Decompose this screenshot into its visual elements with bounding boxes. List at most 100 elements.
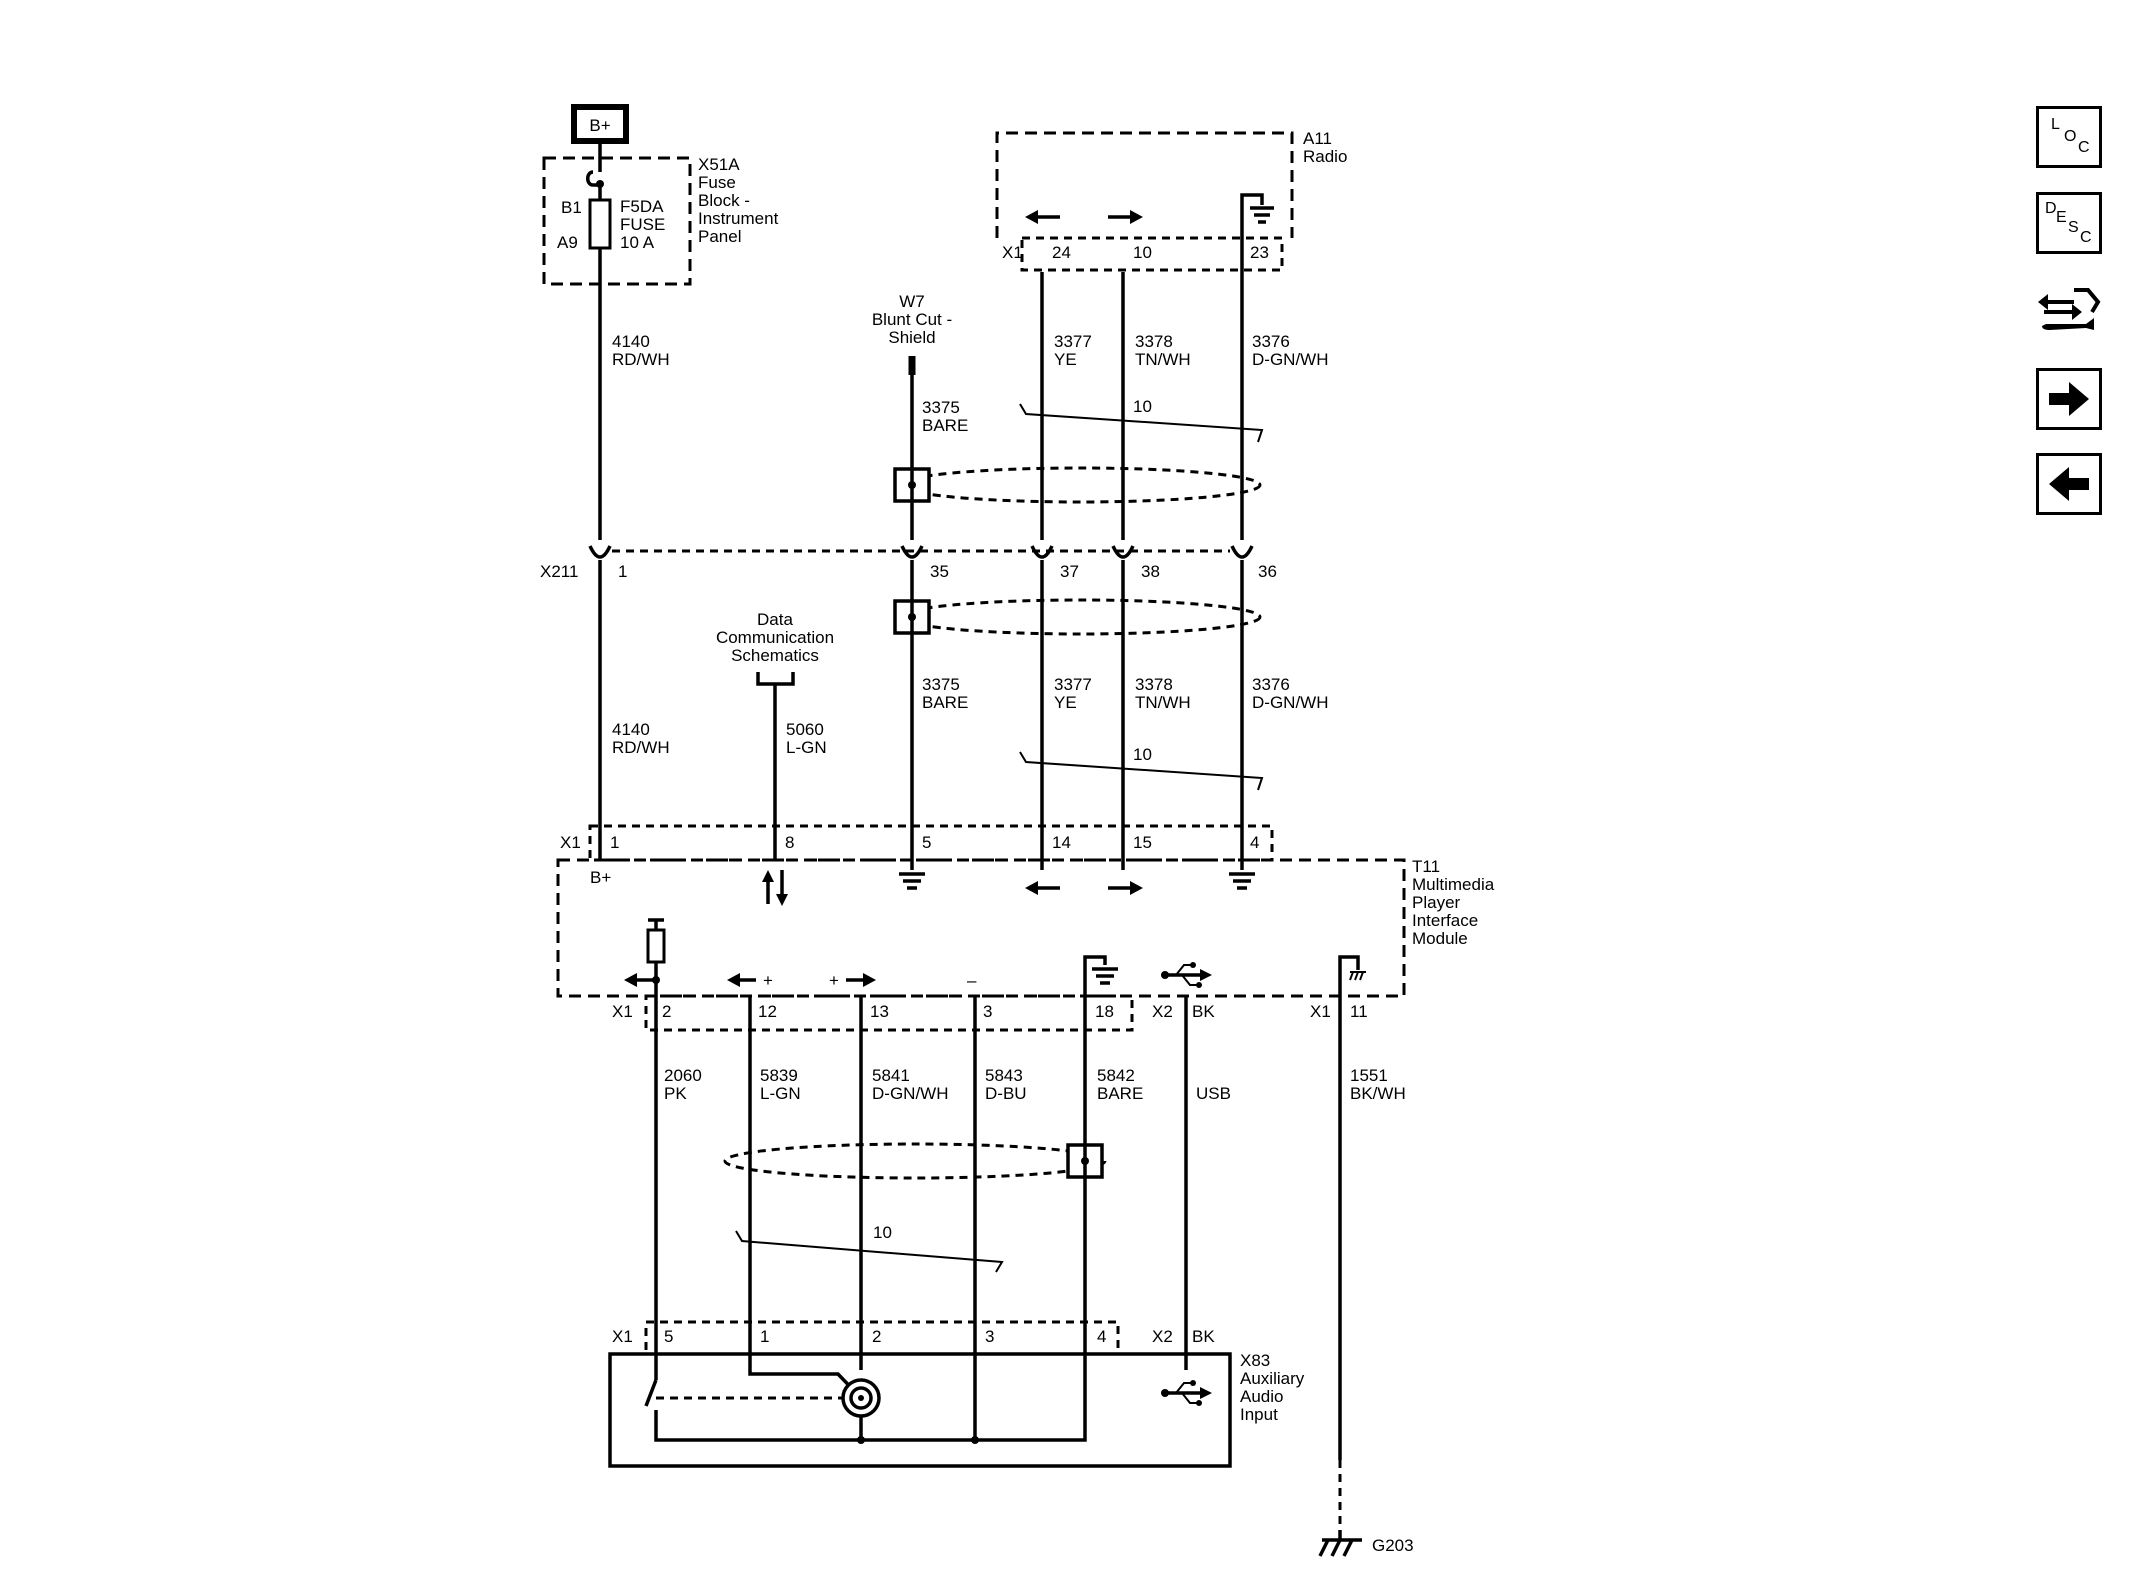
- desc-letter: D: [2045, 200, 2057, 217]
- wire-circuit: 4140: [612, 332, 650, 351]
- aux-name: X83: [1240, 1351, 1270, 1370]
- wire-color: L-GN: [760, 1084, 801, 1103]
- wire-color: BARE: [922, 693, 968, 712]
- chassis-ground-icon: [1349, 971, 1366, 981]
- wire-color: TN/WH: [1135, 693, 1191, 712]
- twisted-pair-marker: 10: [1019, 745, 1264, 791]
- loc-letter: L: [2051, 116, 2060, 133]
- radio-pin: 10: [1133, 243, 1152, 262]
- twist-count: 10: [873, 1223, 892, 1242]
- data-comm-ref: Data: [757, 610, 793, 629]
- aux-pin: 2: [872, 1327, 881, 1346]
- shield-desc: Blunt Cut -: [872, 310, 952, 329]
- wire-circuit: 5841: [872, 1066, 910, 1085]
- desc-letter: S: [2068, 219, 2079, 236]
- chassis-ground-icon: [1318, 1530, 1362, 1557]
- battery-label: B+: [589, 116, 610, 135]
- previous-button[interactable]: [2036, 453, 2102, 515]
- desc-letter: C: [2080, 229, 2092, 246]
- fuse-block-x51a: B1 A9 F5DA FUSE 10 A X51A Fuse Block - I…: [542, 155, 779, 286]
- module-pin: 1: [610, 833, 619, 852]
- location-icon: L O C: [2051, 116, 2090, 156]
- aux-pin: 5: [664, 1327, 673, 1346]
- ground-g203: G203: [1318, 1530, 1414, 1557]
- module-pin: 18: [1095, 1002, 1114, 1021]
- shield-drain-upper: [893, 466, 1262, 504]
- ground-name: G203: [1372, 1536, 1414, 1555]
- fuse-pin-in: B1: [561, 198, 582, 217]
- usb-icon: [1161, 962, 1212, 988]
- wire-color: D-GN/WH: [872, 1084, 948, 1103]
- module-pin: 4: [1250, 833, 1259, 852]
- battery-power-symbol: B+: [571, 104, 629, 144]
- module-connector: X1: [1310, 1002, 1331, 1021]
- wire-color: D-GN/WH: [1252, 350, 1328, 369]
- fuse-label: F5DA: [620, 197, 664, 216]
- twisted-pair-marker: 10: [1019, 397, 1264, 443]
- module-pin: 15: [1133, 833, 1152, 852]
- connector-repair-icon: [2038, 288, 2101, 330]
- wire-color: BK/WH: [1350, 1084, 1406, 1103]
- shield-w7: W7 Blunt Cut - Shield: [872, 292, 952, 375]
- audio-right-plus-icon: +: [829, 971, 876, 990]
- aux-pin: 4: [1097, 1327, 1106, 1346]
- wire-circuit: 5842: [1097, 1066, 1135, 1085]
- module-desc: Interface: [1412, 911, 1478, 930]
- description-icon: D E S C: [2045, 200, 2092, 246]
- fuse-block-desc: Instrument: [698, 209, 779, 228]
- bidirectional-arrow-icon: [762, 870, 788, 906]
- inline-connector-x211: X211 1 35 37 38 36: [540, 545, 1277, 581]
- inline-pin: 35: [930, 562, 949, 581]
- minus-sign: –: [967, 971, 977, 990]
- arrow-right-icon: [2049, 382, 2089, 416]
- wire-color: D-GN/WH: [1252, 693, 1328, 712]
- wire-color: USB: [1196, 1084, 1231, 1103]
- fuse-icon: [588, 198, 612, 250]
- radio-name: A11: [1303, 129, 1332, 148]
- module-desc: Multimedia: [1412, 875, 1495, 894]
- wire-color: TN/WH: [1135, 350, 1191, 369]
- wire-circuit: 3377: [1054, 675, 1092, 694]
- plus-sign: +: [829, 971, 839, 990]
- loc-letter: O: [2064, 128, 2076, 145]
- arrow-left-icon: [1025, 881, 1060, 895]
- inline-pin: 37: [1060, 562, 1079, 581]
- inline-pin: 36: [1258, 562, 1277, 581]
- module-name: T11: [1412, 857, 1440, 876]
- wire-color: BARE: [922, 416, 968, 435]
- radio-desc: Radio: [1303, 147, 1347, 166]
- description-button[interactable]: D E S C: [2036, 192, 2102, 254]
- twist-count: 10: [1133, 397, 1152, 416]
- shield-name: W7: [899, 292, 925, 311]
- aux-usb-pin: BK: [1192, 1327, 1215, 1346]
- wire-color: BARE: [1097, 1084, 1143, 1103]
- wire-color: YE: [1054, 350, 1077, 369]
- wire-circuit: 5839: [760, 1066, 798, 1085]
- fuse-block-desc: Panel: [698, 227, 741, 246]
- shield-desc: Shield: [888, 328, 935, 347]
- fuse-rating: 10 A: [620, 233, 655, 252]
- next-button[interactable]: [2036, 368, 2102, 430]
- wire-circuit: 4140: [612, 720, 650, 739]
- ground-icon: [1092, 967, 1118, 985]
- module-t11: T11 Multimedia Player Interface Module X…: [556, 824, 1495, 1040]
- aux-input-x83: X1 5 1 2 3 4 X2 BK X83 Auxiliary Audio I…: [608, 1320, 1305, 1468]
- fuse-block-name: X51A: [698, 155, 740, 174]
- module-power-label: B+: [590, 868, 611, 887]
- wire-color: YE: [1054, 693, 1077, 712]
- plus-sign: +: [763, 971, 773, 990]
- fuse-block-desc: Block -: [698, 191, 750, 210]
- ground-icon: [1250, 206, 1274, 224]
- data-comm-ref: Schematics: [731, 646, 819, 665]
- wire-color: L-GN: [786, 738, 827, 757]
- module-desc: Player: [1412, 893, 1461, 912]
- connector-repair-button[interactable]: [2036, 278, 2102, 340]
- twist-count: 10: [1133, 745, 1152, 764]
- location-button[interactable]: L O C: [2036, 106, 2102, 168]
- wire-circuit: 5060: [786, 720, 824, 739]
- wire-color: RD/WH: [612, 738, 670, 757]
- desc-letter: E: [2056, 209, 2067, 226]
- wire-circuit: 3376: [1252, 675, 1290, 694]
- aux-pin: 1: [760, 1327, 769, 1346]
- module-usb-pin: BK: [1192, 1002, 1215, 1021]
